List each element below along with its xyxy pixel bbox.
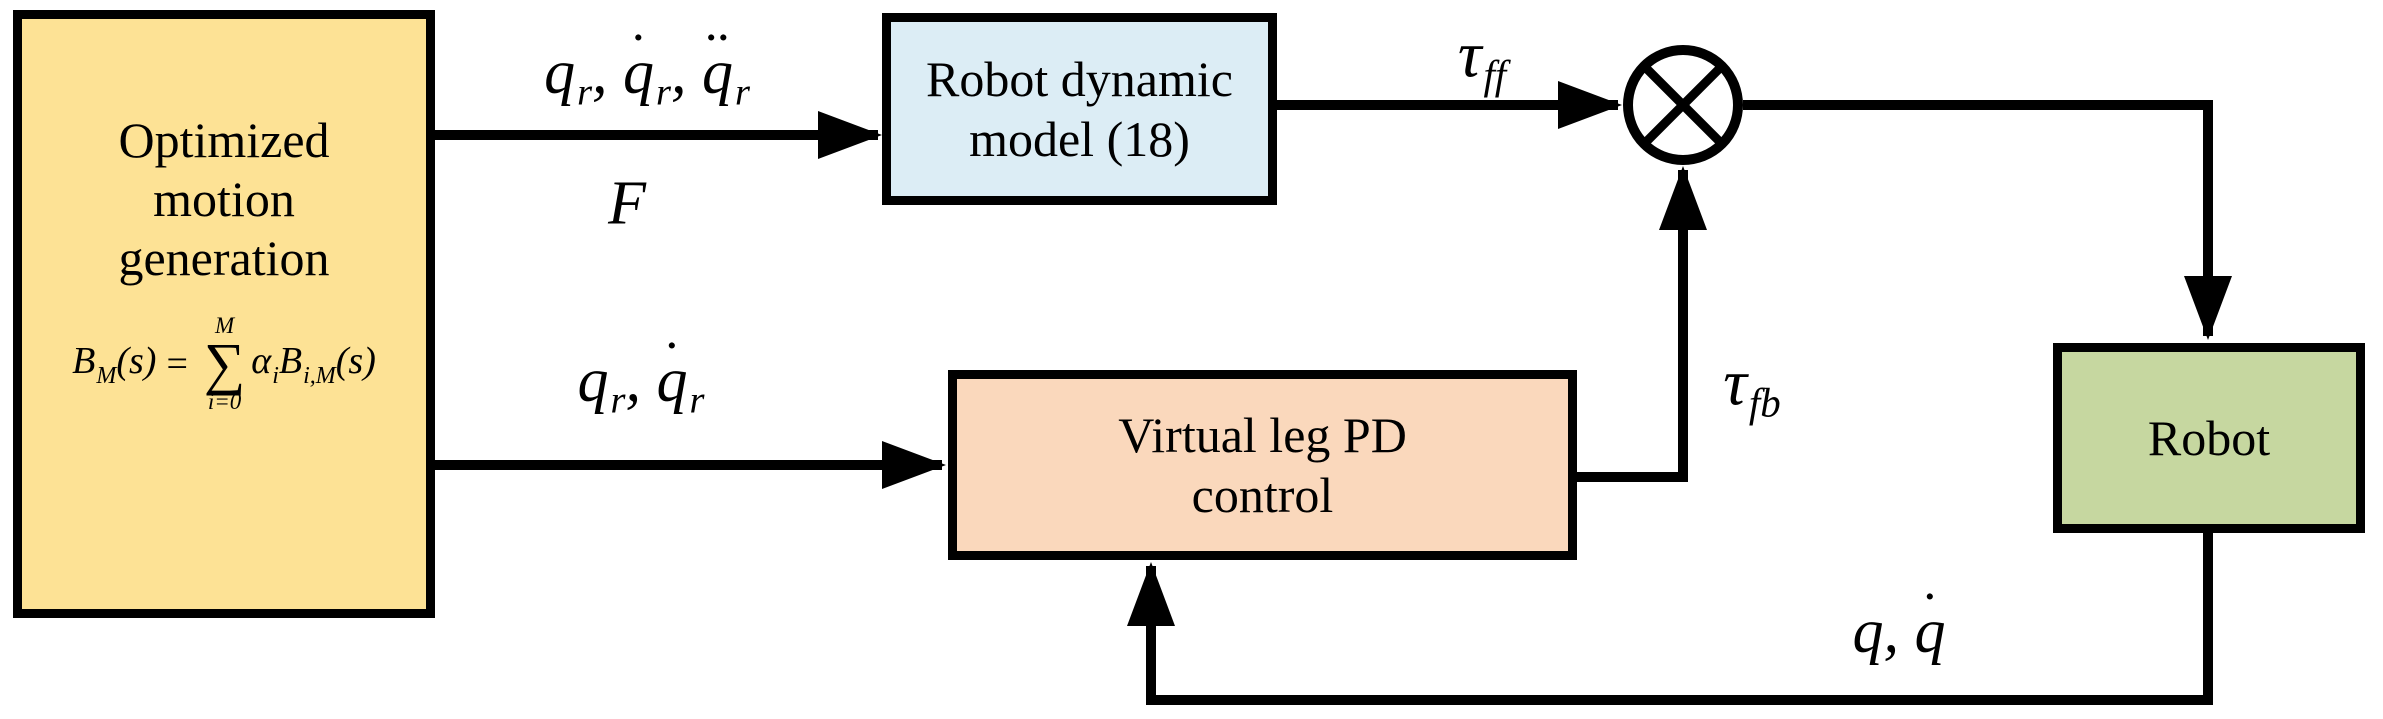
block-robot-dynamic-model: Robot dynamic model (18) xyxy=(882,13,1277,205)
summation-symbol: M ∑ i=0 xyxy=(204,314,245,414)
sum-upper-limit: M xyxy=(214,313,235,338)
motion-title-line3: generation xyxy=(118,230,330,286)
pd-block-title: Virtual leg PD control xyxy=(1118,405,1407,525)
sum-lower-limit: i=0 xyxy=(207,389,242,414)
signal-label-force-F: F xyxy=(608,169,646,238)
arrow-junction-to-robot xyxy=(1743,100,2232,340)
signal-label-tau-fb: τfb xyxy=(1723,346,1781,426)
multiply-junction-icon xyxy=(1623,45,1743,165)
robot-block-title: Robot xyxy=(2148,408,2270,468)
signal-label-tau-ff: τff xyxy=(1457,18,1507,98)
formula-lhs: BM(s) xyxy=(72,339,157,389)
model-title-line1: Robot dynamic xyxy=(926,51,1233,107)
signal-label-qr-qdotr: qr, ●qr xyxy=(577,337,705,422)
pd-title-line2: control xyxy=(1191,467,1334,523)
signal-label-qr-qdotr-qddotr: qr, ●qr, ●●qr xyxy=(544,29,750,114)
model-block-title: Robot dynamic model (18) xyxy=(926,49,1233,169)
robot-title-line1: Robot xyxy=(2147,410,2271,466)
block-optimized-motion-generation: Optimized motion generation BM(s) = M ∑ … xyxy=(13,10,435,618)
block-virtual-leg-pd-control: Virtual leg PD control xyxy=(948,370,1577,560)
block-robot: Robot xyxy=(2053,343,2365,533)
bezier-curve-formula: BM(s) = M ∑ i=0 αiBi,M(s) xyxy=(72,314,376,414)
motion-title-line1: Optimized xyxy=(118,112,330,168)
model-title-line2: model (18) xyxy=(969,111,1190,167)
signal-label-q-qdot: q, ●q xyxy=(1852,588,1946,666)
formula-rhs: αiBi,M(s) xyxy=(251,339,376,389)
formula-equals: = xyxy=(166,343,188,385)
arrow-robot-feedback-to-pd xyxy=(1127,533,2213,705)
arrow-pd-to-junction xyxy=(1577,166,1707,482)
motion-title-line2: motion xyxy=(153,171,295,227)
sigma-operator: ∑ xyxy=(203,331,246,396)
pd-title-line1: Virtual leg PD xyxy=(1118,407,1407,463)
motion-block-title: Optimized motion generation xyxy=(118,19,329,288)
